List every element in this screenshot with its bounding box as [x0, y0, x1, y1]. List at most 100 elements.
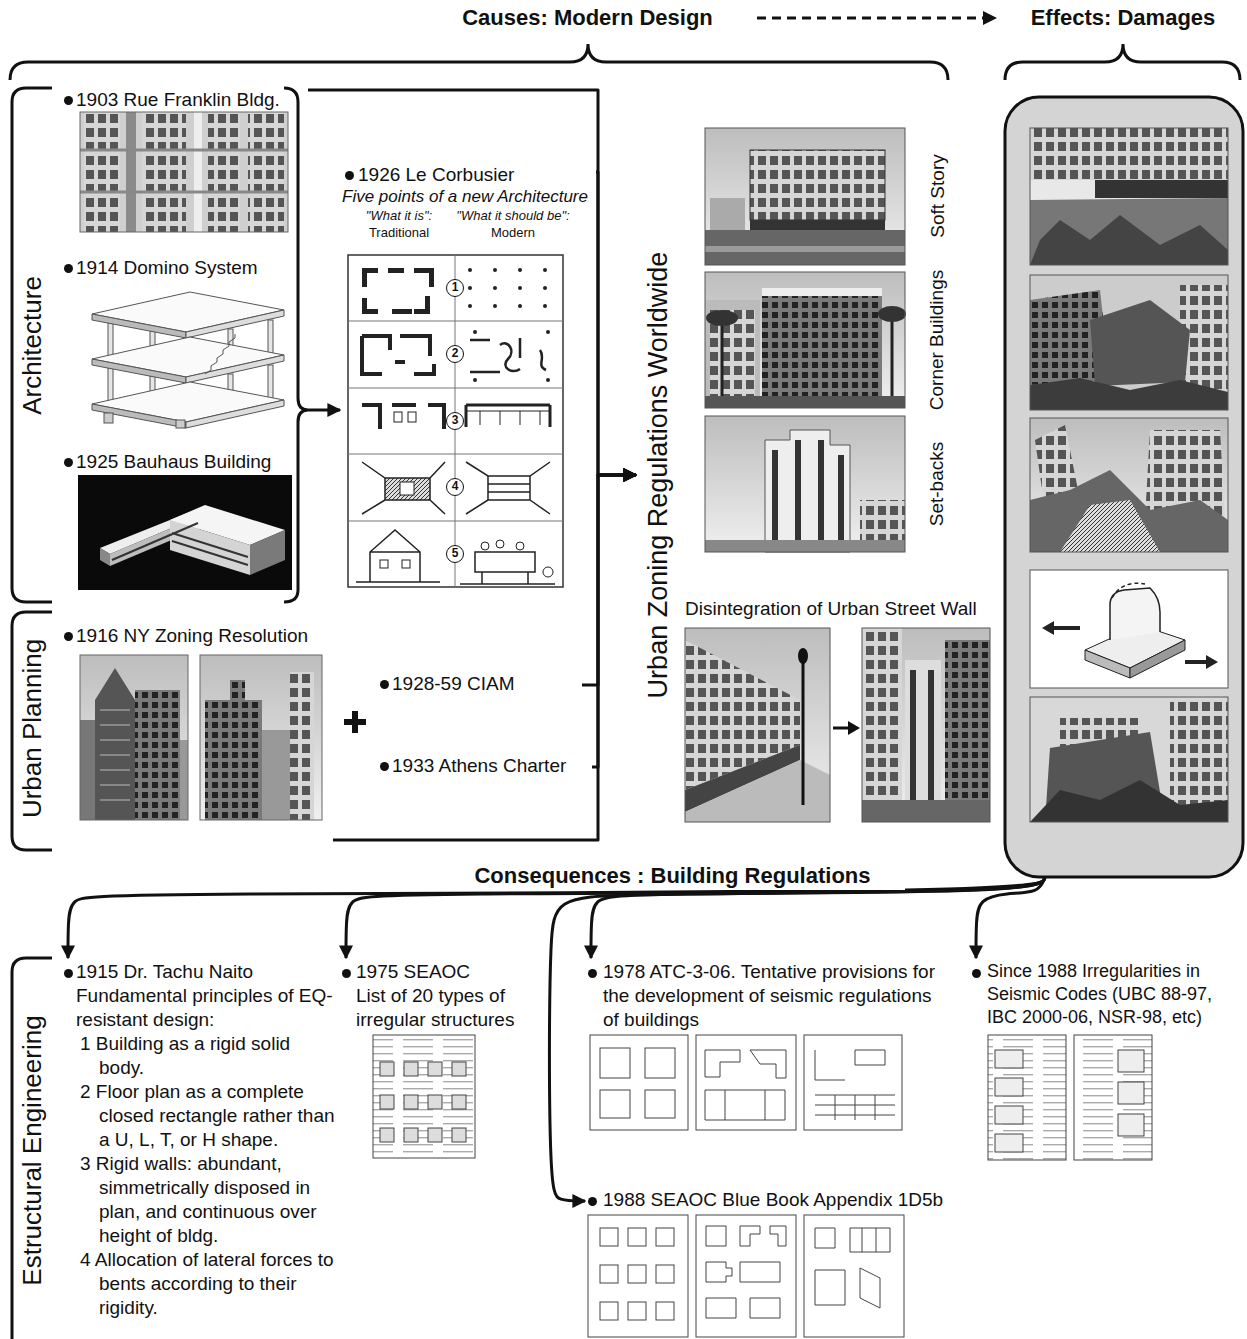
code-page-thumbnails-part — [588, 1215, 688, 1337]
callout-number: 2 — [446, 345, 464, 363]
regulation-title: 1915 Dr. Tachu Naito Fundamental princip… — [76, 960, 334, 1032]
code-page-thumbnails-part — [705, 1050, 786, 1120]
corner-buildings-photo-part — [762, 288, 882, 408]
code-page-thumbnails-part-part — [995, 1078, 1023, 1096]
code-page-thumbnails-part — [600, 1228, 674, 1320]
five-points-table-part-part — [518, 304, 522, 308]
milestone-title: 1926 Le Corbusier — [358, 163, 588, 187]
set-backs-photo — [705, 416, 905, 552]
regulation-title: 1978 ATC-3-06. Tentative provisions for … — [603, 960, 938, 1032]
five-points-table-part — [380, 560, 388, 568]
bullet-dot — [64, 96, 73, 105]
damage-photos-part — [1030, 697, 1228, 822]
regulation-panel: 1915 Dr. Tachu Naito Fundamental princip… — [62, 958, 340, 1336]
five-points-table-part — [348, 255, 563, 587]
dashed-arrow-part — [757, 17, 985, 20]
damage-photos-part — [1030, 418, 1228, 552]
principle-item: 2 Floor plan as a complete closed rectan… — [80, 1080, 336, 1152]
code-page-thumbnails-part — [1074, 1035, 1152, 1160]
damage-photos-part — [1030, 128, 1228, 265]
corner-buildings-photo-part — [705, 396, 905, 408]
code-page-thumbnails-part-part — [995, 1106, 1023, 1124]
street-wall-photos-part — [798, 648, 808, 664]
ny-zoning-photos-part — [135, 690, 180, 820]
code-page-thumbnails-part — [995, 1050, 1023, 1152]
domino-drawing-part — [176, 420, 185, 428]
damage-photos-part — [1185, 660, 1208, 664]
domino-drawing-part — [104, 413, 113, 423]
five-points-table-part-part — [543, 268, 547, 272]
code-page-thumbnails-part-part — [1118, 1114, 1144, 1136]
code-page-thumbnails-part-part — [380, 1095, 394, 1109]
code-page-thumbnails-part-part — [428, 1095, 442, 1109]
corner-buildings-photo-part — [705, 272, 905, 408]
five-points-table-part — [402, 560, 410, 568]
milestone-title: 1933 Athens Charter — [392, 754, 590, 778]
code-page-thumbnails-part-part — [600, 1090, 630, 1118]
five-points-table-part-part — [481, 542, 489, 550]
code-page-thumbnails-part-part — [600, 1265, 618, 1283]
code-page-thumbnails-part-part — [995, 1134, 1023, 1152]
photo-caption: Corner Buildings — [925, 270, 949, 410]
bullet-dot — [380, 762, 389, 771]
code-page-thumbnails-part — [373, 1035, 475, 1158]
five-points-table-part — [408, 412, 416, 422]
code-page-thumbnails-part-part — [628, 1302, 646, 1320]
damage-photos-part — [1030, 198, 1228, 265]
set-backs-photo-part-part — [838, 455, 844, 545]
code-page-thumbnails-part — [804, 1215, 904, 1337]
section-heading: Consequences : Building Regulations — [440, 862, 905, 890]
domino-drawing-part — [205, 334, 235, 374]
five-points-table-part-part — [473, 378, 477, 382]
bullet-dot — [380, 680, 389, 689]
rue-franklin-photo-part — [80, 112, 288, 232]
bullet-dot — [342, 969, 351, 978]
callout-number: 4 — [446, 478, 464, 496]
bauhaus-photo-part — [112, 523, 248, 565]
bullet-dot — [588, 1197, 597, 1206]
soft-story-photo-part — [750, 220, 885, 230]
connector-arrow — [333, 475, 636, 840]
set-backs-photo-part — [705, 416, 905, 552]
column-header: "What it is": — [350, 207, 448, 224]
five-points-table-part — [400, 482, 414, 495]
street-wall-photos-part — [862, 628, 990, 822]
connector-arrow — [596, 172, 636, 475]
milestone-title: 1914 Domino System — [76, 256, 301, 280]
category-label: Estructural Engineering — [16, 1015, 49, 1285]
bullet-dot — [345, 171, 354, 180]
principle-item: 4 Allocation of lateral forces to bents … — [80, 1248, 336, 1320]
soft-story-photo-part — [750, 150, 885, 220]
five-points-table-part — [356, 530, 440, 582]
bullet-dot — [64, 969, 73, 978]
code-page-thumbnails-part-part — [404, 1062, 418, 1076]
set-backs-photo-part — [705, 416, 905, 552]
effects-panel — [1005, 97, 1243, 877]
bullet-dot — [64, 458, 73, 467]
code-page-thumbnails-part-part — [656, 1265, 674, 1283]
street-wall-photos-part — [945, 640, 990, 822]
ny-zoning-photos-part — [95, 668, 135, 820]
five-points-table-part-part — [493, 286, 497, 290]
photo-caption: Set-backs — [925, 442, 949, 526]
code-page-thumbnails-part-part — [645, 1090, 675, 1118]
domino-drawing-part — [186, 400, 284, 428]
callout-number: 1 — [446, 279, 464, 297]
five-points-table-part — [466, 462, 550, 514]
bullet-dot — [588, 969, 597, 978]
damage-photos-part — [1042, 621, 1054, 635]
regulation-title: Since 1988 Irregularities in Seismic Cod… — [987, 960, 1241, 1029]
rue-franklin-photo-part — [142, 112, 186, 232]
domino-drawing-part — [186, 310, 284, 338]
set-backs-photo-part — [765, 430, 850, 552]
bauhaus-photo-part — [250, 530, 285, 575]
street-wall-photos-part — [848, 721, 860, 735]
code-page-thumbnails-part-part — [452, 1128, 466, 1142]
code-page-thumbnails-part-part — [706, 1226, 786, 1318]
five-points-table-part-part — [518, 286, 522, 290]
code-page-thumbnails-part-part — [380, 1062, 394, 1076]
set-backs-photo-part — [772, 440, 844, 545]
damage-photos-part — [1130, 640, 1185, 678]
ny-zoning-photos-part — [80, 655, 188, 820]
